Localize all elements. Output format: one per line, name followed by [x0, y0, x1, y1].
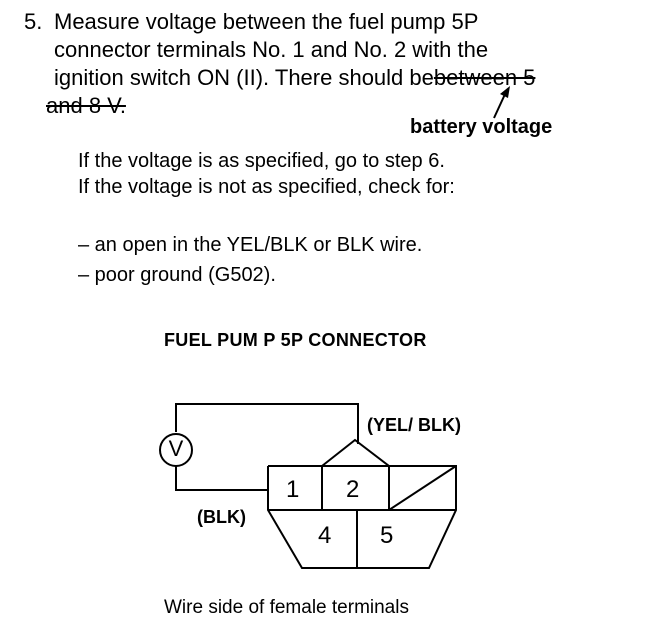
diagram-caption: Wire side of female terminals — [164, 597, 409, 618]
terminal-label: 2 — [346, 476, 360, 503]
step-text-line-2: connector terminals No. 1 and No. 2 with… — [54, 37, 489, 62]
check-item: – poor ground (G502). — [78, 264, 276, 286]
wire-yel-blk-line — [175, 403, 359, 444]
step-number: 5. — [24, 9, 43, 34]
connector-tab — [319, 438, 392, 467]
step-text-line-3-main: ignition switch ON (II). There should be — [54, 65, 434, 90]
if-ok-text: If the voltage is as specified, go to st… — [78, 150, 445, 172]
step-text-line-3: ignition switch ON (II). There should be… — [54, 64, 535, 92]
terminal-label: 4 — [318, 522, 332, 549]
wire-label-yel-blk: (YEL/ BLK) — [367, 415, 461, 435]
struck-text-2: and 8 V. — [46, 93, 126, 118]
wire-label-blk: (BLK) — [197, 507, 246, 527]
step-text-line-1: Measure voltage between the fuel pump 5P — [54, 9, 479, 34]
wire-blk-line — [175, 466, 268, 491]
diagram-title: FUEL PUM P 5P CONNECTOR — [164, 330, 427, 350]
voltmeter-symbol: V — [168, 436, 184, 461]
correction-text: battery voltage — [410, 116, 553, 138]
if-not-text: If the voltage is not as specified, chec… — [78, 176, 455, 198]
terminal-label: 5 — [380, 522, 394, 549]
struck-text-1: between 5 — [433, 65, 536, 90]
voltmeter-icon — [159, 433, 193, 467]
correction-arrow-icon — [493, 86, 510, 119]
terminal-label: 1 — [286, 476, 300, 503]
check-item: – an open in the YEL/BLK or BLK wire. — [78, 234, 423, 256]
